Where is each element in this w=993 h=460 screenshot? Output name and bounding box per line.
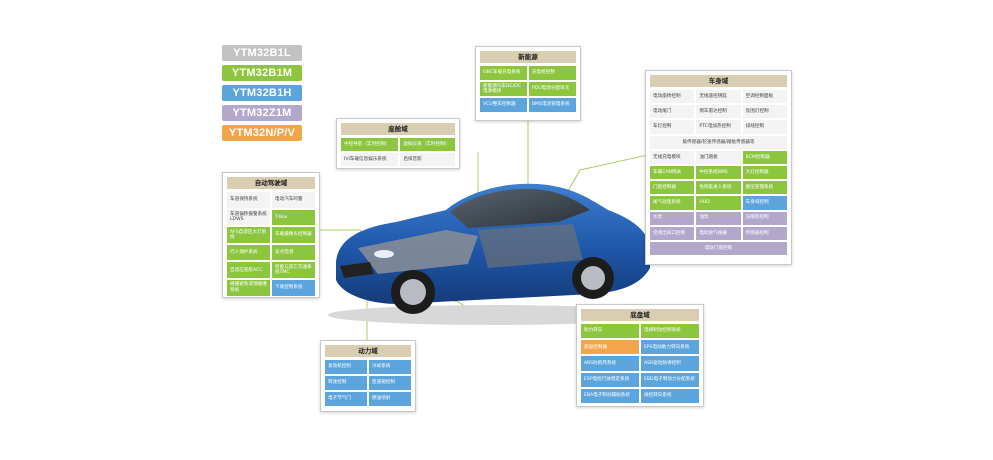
grid-cockpit: 中控导航（实时控制）虚拟仪表（实时控制）IVI车载信息娱乐系统后排音影 <box>341 138 455 166</box>
domain-cell: 角传感器/轮速传感器/踏板传感器等 <box>650 135 787 149</box>
panel-cockpit: 座舱域 中控导航（实时控制）虚拟仪表（实时控制）IVI车载信息娱乐系统后排音影 <box>336 118 460 169</box>
domain-cell: EBD电子制动力分配系统 <box>641 372 699 387</box>
domain-cell: ESP电控行驶稳定系统 <box>581 372 639 387</box>
panel-title-power: 动力域 <box>325 345 411 357</box>
domain-cell: 下坡控制系统 <box>272 279 315 296</box>
domain-cell: EBA电子制动辅助系统 <box>581 388 639 403</box>
car-interior <box>478 224 583 268</box>
car-illustration <box>328 183 658 325</box>
car-headlight <box>374 250 394 258</box>
domain-cell: 无线遥控钥匙 <box>696 90 741 104</box>
domain-cell: 转速控制 <box>325 376 367 390</box>
domain-cell: BCM控制器 <box>742 150 787 164</box>
domain-cell: 油门踏板 <box>696 150 741 164</box>
domain-cell: 电动尾门 <box>650 105 695 119</box>
domain-cell: PTC电加热控制 <box>696 120 741 134</box>
domain-cell: VCU整车控制器 <box>480 98 527 112</box>
domain-cell: 盲点检测 <box>272 244 315 261</box>
domain-cell: 免钥匙进入系统 <box>696 181 741 195</box>
domain-cell: 油泵 <box>696 211 741 225</box>
domain-cell: 中控系统BMS <box>696 165 741 180</box>
domain-cell: 排线控制 <box>742 120 787 134</box>
domain-cell: PDU电源分配单元 <box>529 82 576 96</box>
domain-cell: BMS电池管理系统 <box>529 98 576 112</box>
legend-chip: YTM32N/P/V <box>222 125 302 141</box>
panel-title-adas: 自动驾驶域 <box>227 177 315 189</box>
domain-cell: 大灯控制器 <box>742 165 787 180</box>
front-rim <box>400 279 426 305</box>
domain-cell: 车载CAN网关 <box>650 165 695 180</box>
domain-cell: 空调出风口控制 <box>650 226 695 240</box>
domain-cell: 空调控制面板 <box>742 90 787 104</box>
domain-cell: 压缩机控制 <box>742 211 787 225</box>
domain-cell: 电动汽车鸣警 <box>272 192 315 208</box>
domain-cell: 胎压管理系统 <box>742 181 787 195</box>
domain-cell: 冷却系统 <box>369 360 411 374</box>
domain-cell: 中控导航（实时控制） <box>341 138 399 151</box>
grid-power: 发动机控制冷却系统转速控制变速箱控制电子节气门燃油喷射 <box>325 360 411 406</box>
domain-cell: 燃油喷射 <box>369 392 411 406</box>
domain-cell: 智能与其它交通系统TMC <box>272 262 315 278</box>
domain-cell: 门窗控制器 <box>650 181 695 195</box>
domain-cell: EPS电动助力转向系统 <box>641 340 699 355</box>
domain-cell: 无线充电模块 <box>650 150 695 164</box>
domain-cell: 车灯控制 <box>650 120 695 134</box>
domain-cell: 传感器控制 <box>742 226 787 240</box>
panel-body: 车身域 电动座椅控制无线遥控钥匙空调控制面板电动尾门倒车雷达控制氛围灯控制车灯控… <box>645 70 792 265</box>
domain-cell: 新能源汽车DC/DC电源模块 <box>480 82 527 96</box>
domain-cell: 电动进气格栅 <box>696 226 741 240</box>
legend-chip: YTM32B1L <box>222 45 302 61</box>
domain-cell: OBC车载充电系统 <box>480 66 527 80</box>
panel-power: 动力域 发动机控制冷却系统转速控制变速箱控制电子节气门燃油喷射 <box>320 340 416 412</box>
domain-cell: 虚拟仪表（实时控制） <box>400 138 455 151</box>
domain-cell: 电子节气门 <box>325 392 367 406</box>
domain-cell: 线控转向系统 <box>641 388 699 403</box>
domain-cell: T-Box <box>272 209 315 226</box>
domain-cell: 电动座椅控制 <box>650 90 695 104</box>
domain-cell: ASR驱动防滑控制 <box>641 356 699 371</box>
domain-cell: 尾气处理系统 <box>650 196 695 210</box>
domain-cell: 电动门窗控制 <box>650 241 787 256</box>
domain-cell: HUD <box>696 196 741 210</box>
domain-cell: 氛围灯控制 <box>742 105 787 119</box>
domain-cell: 行人保护系统 <box>227 244 270 261</box>
domain-cell: 车道保持系统 <box>227 192 270 208</box>
car-grille <box>340 262 374 278</box>
domain-cell: 变速箱控制 <box>369 376 411 390</box>
car-windshield <box>450 188 590 228</box>
domain-cell: 车载摄像头控制器 <box>272 227 315 243</box>
domain-cell: AFS自适应大灯系统 <box>227 227 270 243</box>
panel-title-newenergy: 新能源 <box>480 51 576 63</box>
domain-cell: 充电桩控制 <box>529 66 576 80</box>
domain-cell: 倒车雷达控制 <box>696 105 741 119</box>
legend: YTM32B1L YTM32B1M YTM32B1H YTM32Z1M YTM32N/P… <box>222 45 302 145</box>
panel-title-chassis: 底盘域 <box>581 309 699 321</box>
domain-cell: 助力转向 <box>581 324 639 339</box>
panel-title-body: 车身域 <box>650 75 787 87</box>
domain-cell: 水泵 <box>650 211 695 225</box>
domain-cell: 自适应巡航ACC <box>227 262 270 278</box>
domain-cell: 车身域控制 <box>742 196 787 210</box>
domain-cell: 后排音影 <box>400 153 455 166</box>
legend-chip: YTM32B1H <box>222 85 302 101</box>
domain-cell: 发动机控制 <box>325 360 367 374</box>
rear-rim <box>581 266 605 290</box>
car-engine-bay <box>358 230 478 274</box>
domain-cell: 电梯制动控制系统 <box>641 324 699 339</box>
domain-cell: 车道偏移报警系统LDWS <box>227 209 270 226</box>
domain-cell: 碰撞避免或预碰撞系统 <box>227 279 270 296</box>
legend-chip: YTM32Z1M <box>222 105 302 121</box>
domain-cell: IVI车载信息娱乐系统 <box>341 153 399 166</box>
legend-chip: YTM32B1M <box>222 65 302 81</box>
domain-cell: ABS防抱死系统 <box>581 356 639 371</box>
domain-cell: 底盘控制器 <box>581 340 639 355</box>
panel-title-cockpit: 座舱域 <box>341 123 455 135</box>
